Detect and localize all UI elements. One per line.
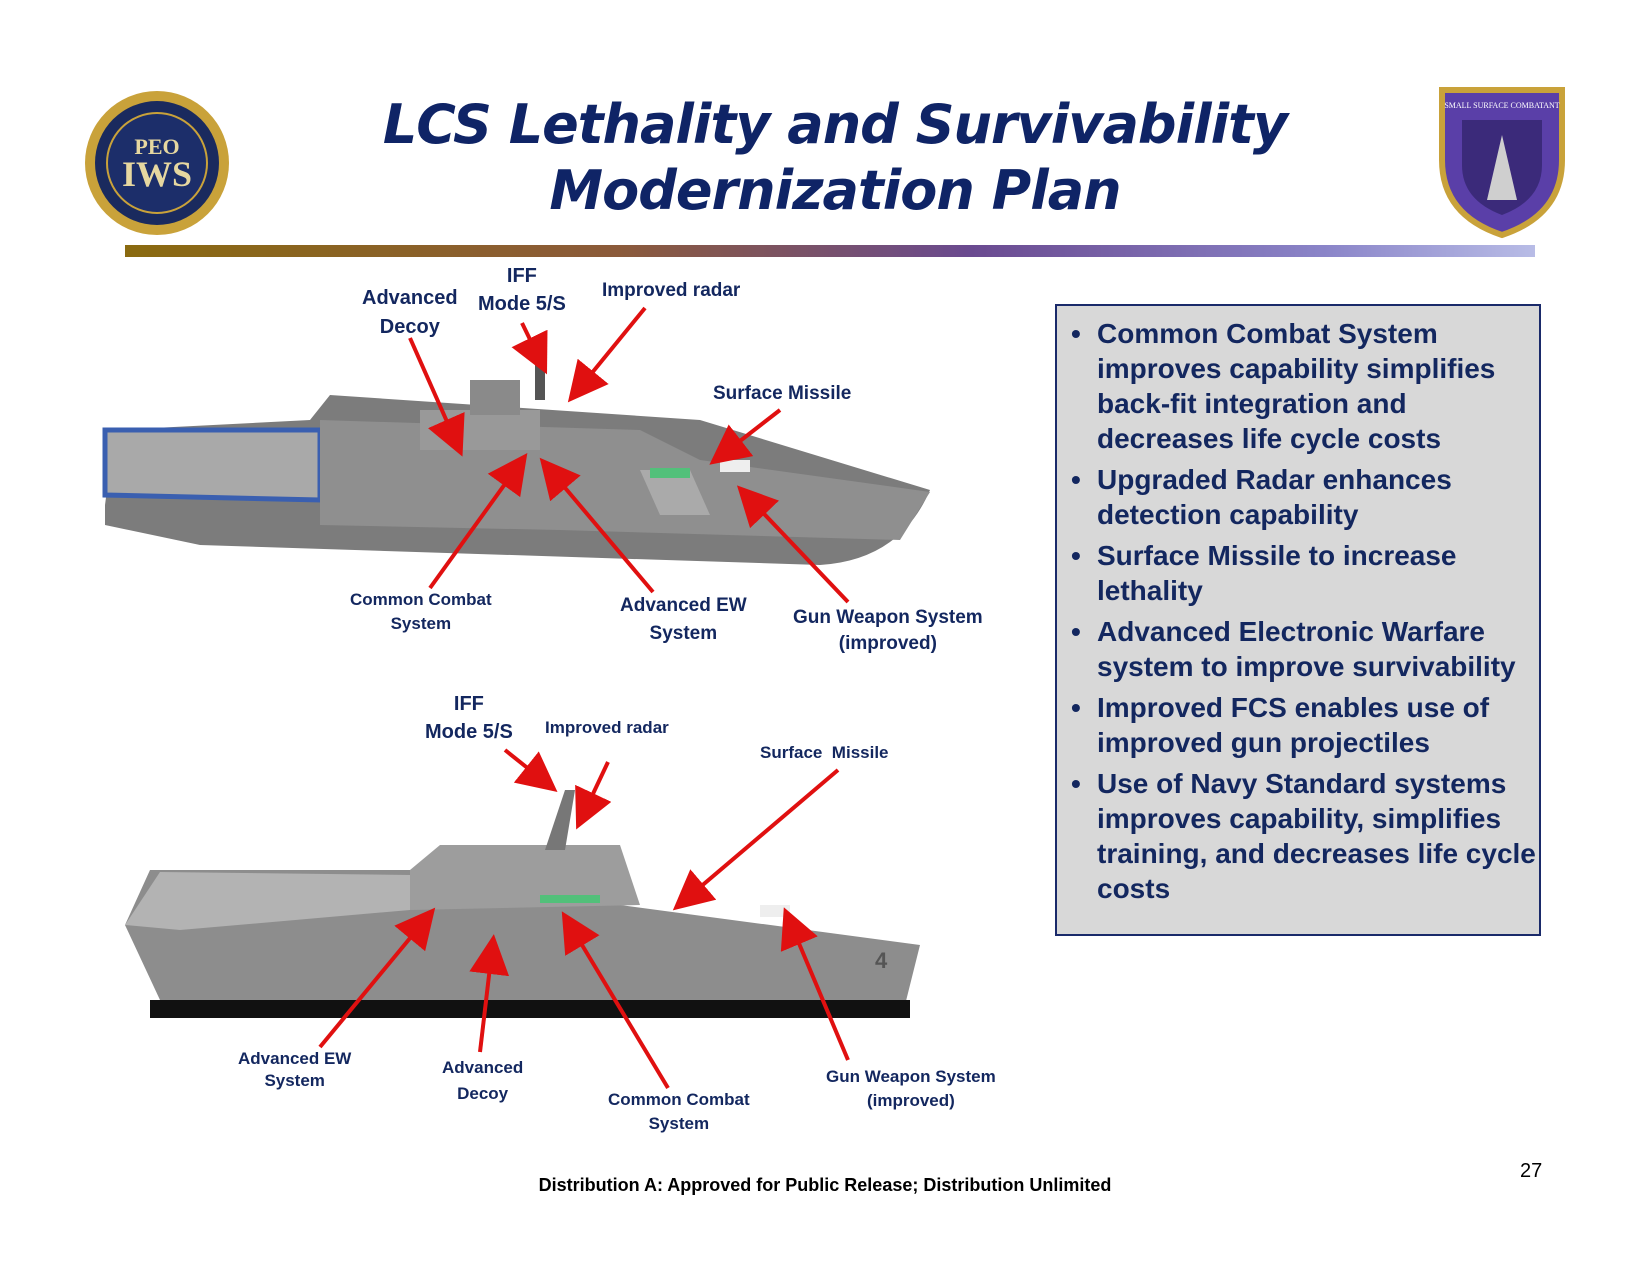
svg-text:PEO: PEO bbox=[134, 134, 179, 159]
arrow-ship1-ccs bbox=[428, 453, 528, 590]
ship2-arrows bbox=[318, 748, 850, 1090]
bullet-item: • Common Combat System improves capabilit… bbox=[1069, 316, 1539, 456]
bullet-text: Use of Navy Standard systems improves ca… bbox=[1097, 768, 1536, 904]
bullet-glyph: • bbox=[1071, 464, 1081, 495]
arrow-ship2-radar bbox=[575, 761, 612, 830]
arrow-ship2-ew bbox=[318, 907, 436, 1049]
arrow-ship1-ew bbox=[539, 457, 655, 594]
bullet-glyph: • bbox=[1071, 616, 1081, 647]
ship1-label-advanced-decoy: Advanced Decoy bbox=[362, 287, 458, 338]
arrow-ship2-decoy bbox=[469, 934, 510, 1053]
ship1-arrows bbox=[408, 306, 850, 604]
bullet-item: • Use of Navy Standard systems improves c… bbox=[1069, 766, 1539, 906]
arrow-ship1-missile bbox=[709, 408, 782, 465]
arrow-ship2-iff bbox=[503, 748, 558, 792]
bullet-item: • Advanced Electronic Warfare system to i… bbox=[1069, 614, 1539, 684]
bullet-text: Upgraded Radar enhances detection capabi… bbox=[1097, 464, 1452, 530]
ship2-label-surface-missile: Surface Missile bbox=[760, 743, 889, 762]
page-number: 27 bbox=[1520, 1160, 1543, 1182]
ship2-label-common-combat: Common Combat System bbox=[608, 1090, 750, 1133]
arrow-ship2-ccs bbox=[561, 911, 670, 1090]
arrow-ship2-missile bbox=[672, 768, 840, 911]
ship2-label-gun-weapon: Gun Weapon System (improved) bbox=[826, 1067, 996, 1110]
bullet-glyph: • bbox=[1071, 318, 1081, 349]
small-surface-combatant-logo: SMALL SURFACE COMBATANT bbox=[1439, 87, 1565, 239]
ship1-label-surface-missile: Surface Missile bbox=[713, 383, 852, 404]
bullet-glyph: • bbox=[1071, 692, 1081, 723]
benefits-list: • Common Combat System improves capabilit… bbox=[1057, 306, 1539, 906]
bullet-item: • Upgraded Radar enhances detection capab… bbox=[1069, 462, 1539, 532]
ship-illustrations: 4 bbox=[102, 306, 930, 1090]
ship2-label-advanced-ew: Advanced EW System bbox=[238, 1049, 352, 1090]
svg-text:4: 4 bbox=[875, 948, 888, 973]
bullet-glyph: • bbox=[1071, 768, 1081, 799]
bullet-text: Advanced Electronic Warfare system to im… bbox=[1097, 616, 1516, 682]
svg-text:SMALL SURFACE COMBATANT: SMALL SURFACE COMBATANT bbox=[1444, 101, 1559, 110]
bullet-item: • Surface Missile to increase lethality bbox=[1069, 538, 1539, 608]
bullet-glyph: • bbox=[1071, 540, 1081, 571]
arrow-ship1-gun bbox=[736, 485, 850, 604]
slide-title: LCS Lethality and Survivability Moderniz… bbox=[330, 92, 1340, 224]
ship1-label-advanced-ew: Advanced EW System bbox=[620, 595, 747, 644]
arrow-ship2-gun bbox=[780, 907, 850, 1061]
title-line-2: Modernization Plan bbox=[549, 159, 1121, 222]
bullet-text: Improved FCS enables use of improved gun… bbox=[1097, 692, 1490, 758]
title-divider bbox=[125, 245, 1535, 257]
svg-text:IWS: IWS bbox=[122, 154, 192, 194]
bullet-text: Surface Missile to increase lethality bbox=[1097, 540, 1457, 606]
arrow-ship1-decoy bbox=[408, 337, 465, 457]
ship2-label-advanced-decoy: Advanced Decoy bbox=[442, 1058, 524, 1103]
ship2-label-improved-radar: Improved radar bbox=[545, 718, 669, 737]
peo-iws-logo: PEO IWS bbox=[85, 91, 229, 235]
distribution-statement: Distribution A: Approved for Public Rele… bbox=[538, 1175, 1112, 1195]
ship2-label-iff: IFF Mode 5/S bbox=[425, 693, 513, 743]
bullet-text: Common Combat System improves capability… bbox=[1097, 318, 1496, 454]
title-line-1: LCS Lethality and Survivability bbox=[382, 93, 1288, 156]
ship1-label-common-combat: Common Combat System bbox=[350, 590, 492, 633]
arrow-ship1-radar bbox=[567, 306, 647, 403]
benefits-panel: • Common Combat System improves capabilit… bbox=[1055, 304, 1541, 936]
bullet-item: • Improved FCS enables use of improved gu… bbox=[1069, 690, 1539, 760]
arrow-ship1-iff bbox=[511, 322, 548, 375]
ship1-label-gun-weapon: Gun Weapon System (improved) bbox=[793, 607, 983, 654]
ship-independence-class: 4 bbox=[125, 790, 920, 1018]
ship1-label-improved-radar: Improved radar bbox=[602, 280, 741, 301]
ship1-label-iff: IFF Mode 5/S bbox=[478, 265, 566, 315]
